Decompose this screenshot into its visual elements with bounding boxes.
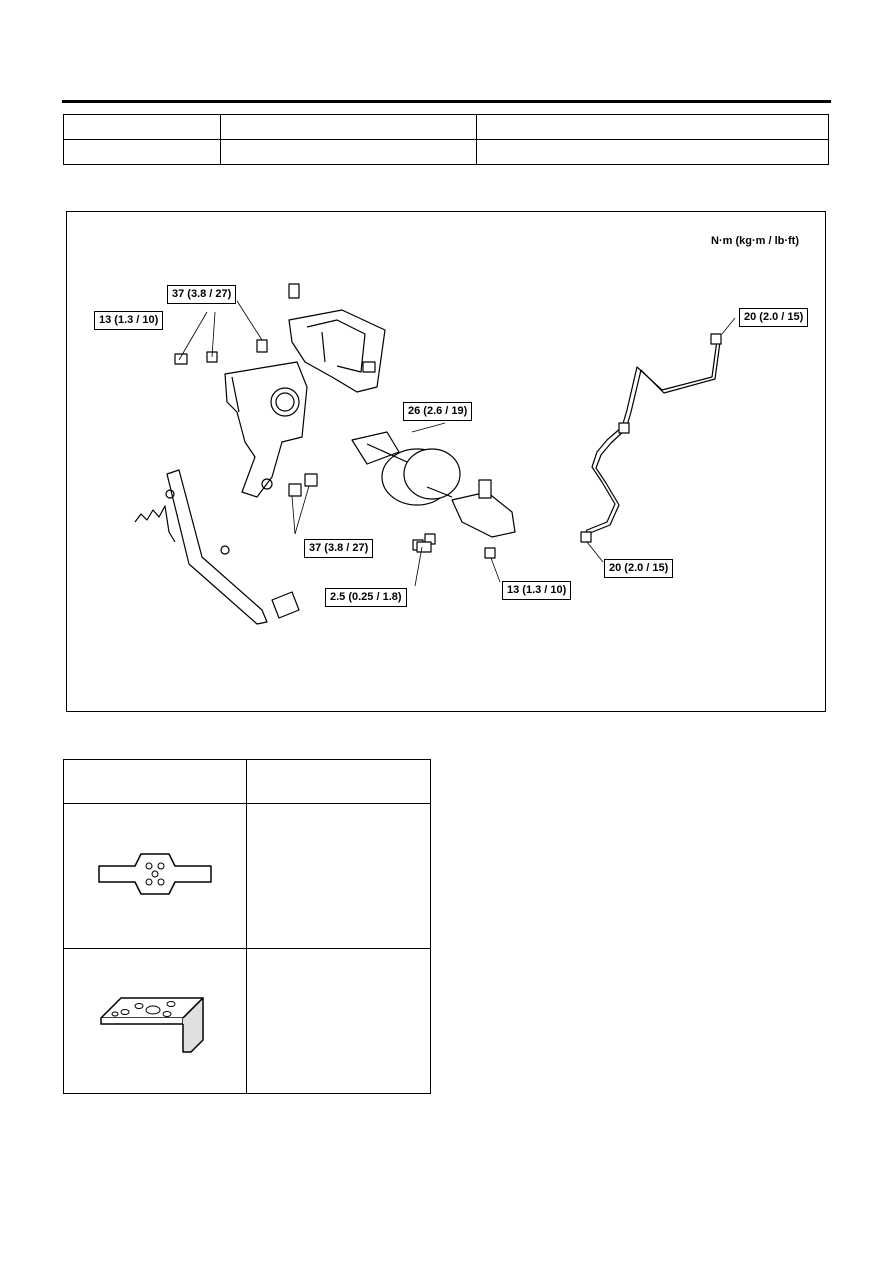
header-cell — [476, 114, 829, 140]
tool-description-cell — [246, 803, 431, 949]
torque-callout: 20 (2.0 / 15) — [739, 308, 809, 327]
torque-callout: 26 (2.6 / 19) — [403, 402, 473, 421]
tool-table-row — [63, 803, 431, 949]
header-rule — [62, 100, 831, 103]
top-bolt-part — [288, 283, 300, 299]
brake-pedal-arm-part — [165, 469, 300, 625]
tool-table-row — [63, 948, 431, 1094]
tool-table-header-row — [63, 759, 431, 804]
header-cell — [63, 139, 221, 165]
header-table-row — [63, 114, 829, 140]
master-cylinder-part — [426, 479, 516, 538]
torque-callout: 37 (3.8 / 27) — [304, 539, 374, 558]
exploded-view-figure: N·m (kg·m / lb·ft) 37 (3.8 / 27) 13 (1.3… — [66, 211, 826, 712]
upper-bolt-part — [256, 339, 268, 353]
light-switch-part — [416, 541, 432, 553]
header-cell — [220, 139, 477, 165]
pivot-nut-part — [304, 473, 318, 487]
tool-illustration-cell — [63, 948, 247, 1094]
pedal-adjusting-plate-icon — [98, 852, 212, 895]
torque-callout: 2.5 (0.25 / 1.8) — [325, 588, 407, 607]
left-nut-part — [174, 353, 188, 365]
angle-bracket-tool-icon — [100, 996, 204, 1053]
torque-callout: 37 (3.8 / 27) — [167, 285, 237, 304]
torque-callout: 13 (1.3 / 10) — [502, 581, 572, 600]
header-cell — [220, 114, 477, 140]
return-spring-part — [134, 505, 176, 543]
special-tool-table — [63, 759, 431, 1094]
torque-unit-label: N·m (kg·m / lb·ft) — [711, 235, 799, 247]
pivot-bolt-part — [288, 483, 302, 497]
upper-pedal-bracket-part — [288, 309, 386, 393]
master-cylinder-nut-part — [484, 547, 496, 559]
tool-illustration-cell — [63, 803, 247, 949]
header-cell — [63, 114, 221, 140]
tool-table-header-cell — [63, 759, 247, 804]
header-table-row — [63, 139, 829, 165]
brake-booster-part — [351, 431, 461, 506]
header-table — [63, 114, 829, 165]
torque-callout: 13 (1.3 / 10) — [94, 311, 164, 330]
pedal-support-bracket-part — [224, 361, 308, 498]
callout-leader-lines — [178, 300, 736, 587]
tool-table-header-cell — [246, 759, 431, 804]
tool-description-cell — [246, 948, 431, 1094]
torque-callout: 20 (2.0 / 15) — [604, 559, 674, 578]
header-cell — [476, 139, 829, 165]
brake-pedal-assembly-drawing — [134, 283, 736, 625]
brake-pipe-part — [580, 333, 722, 543]
